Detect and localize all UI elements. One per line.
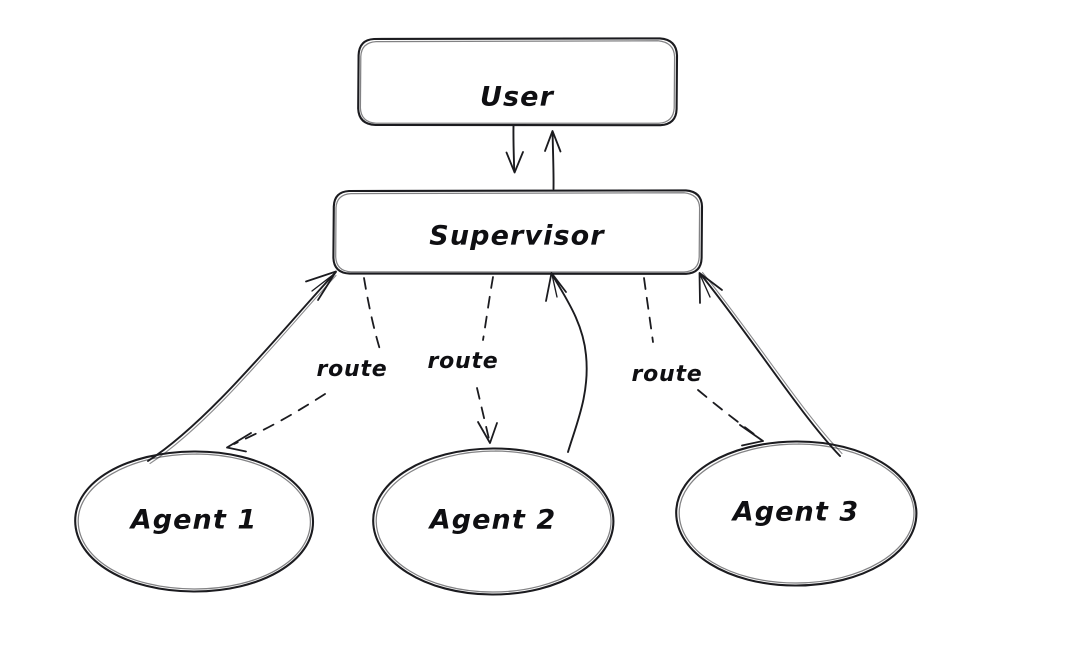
edge-supervisor-to-user[interactable] bbox=[544, 130, 562, 190]
route-label-agent2: route bbox=[427, 349, 498, 374]
agent1-to-supervisor-arrowhead bbox=[305, 270, 337, 301]
edge-agent1-to-supervisor[interactable] bbox=[147, 270, 337, 465]
supervisor-to-agent3-dash-lower bbox=[697, 389, 759, 438]
agent1-ellipse-outline bbox=[74, 450, 315, 593]
supervisor-to-agent2-dash-upper bbox=[482, 276, 494, 341]
agent3-to-supervisor-line-echo bbox=[701, 271, 843, 455]
edge-user-to-supervisor[interactable] bbox=[505, 125, 524, 174]
route-label-agent3: route bbox=[631, 362, 702, 387]
user-box-outline-echo bbox=[359, 40, 676, 124]
user-to-supervisor-line bbox=[512, 125, 516, 171]
supervisor-to-agent3-arrowhead bbox=[739, 424, 764, 447]
edge-supervisor-to-agent1[interactable]: route bbox=[226, 277, 388, 453]
supervisor-to-agent3-dash-upper bbox=[643, 277, 654, 343]
supervisor-to-agent1-dash-upper bbox=[363, 277, 381, 349]
node-agent3[interactable]: Agent 3 bbox=[675, 440, 918, 587]
supervisor-to-agent1-arrowhead bbox=[226, 432, 252, 453]
agent2-to-supervisor-line bbox=[551, 274, 588, 453]
route-label-agent1: route bbox=[316, 357, 387, 382]
agent2-ellipse-outline bbox=[372, 447, 615, 596]
agent3-ellipse-outline bbox=[675, 440, 918, 587]
agent2-to-supervisor-arrowhead bbox=[545, 272, 567, 302]
supervisor-to-agent2-dash-lower bbox=[476, 387, 490, 440]
edge-supervisor-to-agent3[interactable]: route bbox=[631, 277, 764, 447]
agent1-to-supervisor-line-echo bbox=[149, 274, 337, 465]
agent1-to-supervisor-arrowhead-echo bbox=[311, 271, 337, 292]
supervisor-to-agent2-arrowhead bbox=[477, 421, 498, 444]
agent1-to-supervisor-line bbox=[147, 272, 336, 462]
supervisor-to-user-line bbox=[551, 132, 555, 190]
agent1-ellipse-outline-echo bbox=[77, 453, 312, 590]
agent3-to-supervisor-arrowhead bbox=[698, 272, 723, 304]
agent1-label: Agent 1 bbox=[129, 505, 258, 536]
supervisor-box-outline-echo bbox=[335, 192, 701, 273]
supervisor-label: Supervisor bbox=[429, 221, 605, 252]
edge-agent2-to-supervisor[interactable] bbox=[545, 272, 588, 453]
node-agent2[interactable]: Agent 2 bbox=[372, 447, 615, 596]
user-to-supervisor-arrowhead bbox=[505, 151, 524, 174]
agent3-to-supervisor-line bbox=[699, 273, 841, 457]
edge-supervisor-to-agent2[interactable]: route bbox=[427, 276, 498, 444]
agent2-ellipse-outline-echo bbox=[375, 450, 612, 593]
edge-agent3-to-supervisor[interactable] bbox=[698, 271, 843, 457]
supervisor-to-agent1-dash-lower bbox=[233, 393, 326, 445]
node-agent1[interactable]: Agent 1 bbox=[74, 450, 315, 593]
agent2-to-supervisor-arrowhead-echo bbox=[551, 273, 558, 298]
supervisor-to-user-arrowhead bbox=[544, 130, 562, 153]
node-user[interactable]: User bbox=[357, 37, 679, 127]
agent3-to-supervisor-arrowhead-echo bbox=[699, 273, 711, 298]
user-label: User bbox=[480, 82, 555, 113]
agent3-label: Agent 3 bbox=[731, 497, 860, 528]
supervisor-box-outline bbox=[332, 189, 704, 275]
node-supervisor[interactable]: Supervisor bbox=[332, 189, 704, 275]
agent3-ellipse-outline-echo bbox=[678, 443, 915, 584]
user-box-outline bbox=[357, 37, 679, 127]
agent2-label: Agent 2 bbox=[428, 505, 557, 536]
